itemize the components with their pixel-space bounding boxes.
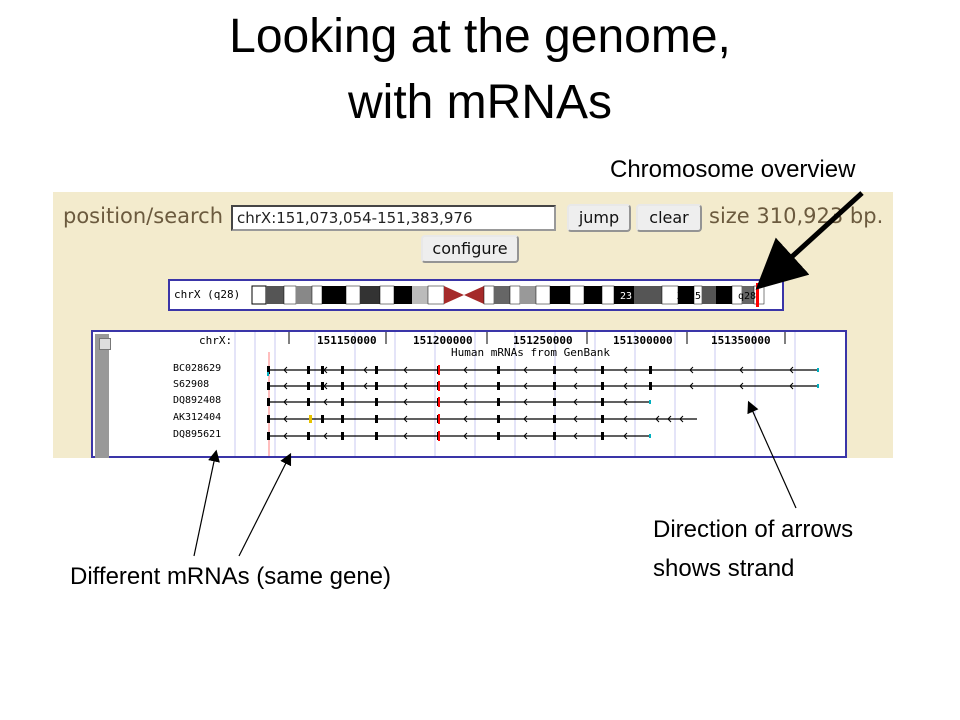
- position-search-label: position/search: [63, 204, 224, 228]
- size-label: size 310,923 bp.: [709, 204, 884, 228]
- track-side-bar[interactable]: [95, 334, 111, 458]
- clear-button[interactable]: clear: [636, 204, 702, 232]
- ideogram-bands: 23 Xq25 q28: [251, 283, 765, 307]
- ruler-tick-label: 151200000: [413, 334, 473, 347]
- mrna-row-label[interactable]: S62908: [173, 379, 210, 390]
- arrow-to-mrna-start-2: [238, 452, 292, 557]
- mrna-row-label[interactable]: AK312404: [173, 412, 222, 423]
- arrow-to-chromosome-overview: [755, 191, 864, 290]
- slide-title-line2: with mRNAs: [347, 76, 613, 129]
- ideogram-band-group: [251, 283, 765, 307]
- slide-title-line1: Looking at the genome,: [229, 10, 731, 63]
- track-side-button[interactable]: [99, 338, 111, 350]
- configure-button[interactable]: configure: [421, 235, 519, 263]
- ideogram-band-label-23: 23: [620, 291, 632, 302]
- ruler-tick-label: 151350000: [711, 334, 771, 347]
- genome-browser-screenshot: position/search chrX:151,073,054-151,383…: [53, 192, 893, 458]
- ideogram-band-label-q28: q28: [738, 291, 756, 302]
- annotation-direction-line2: shows strand: [653, 555, 795, 582]
- annotation-chromosome-overview: Chromosome overview: [610, 156, 856, 183]
- chromosome-label: chrX:: [199, 334, 233, 347]
- ruler-tick-label: 151150000: [317, 334, 377, 347]
- ruler-tick-label: 151300000: [613, 334, 673, 347]
- track-title: Human mRNAs from GenBank: [451, 346, 610, 359]
- mrna-row-label[interactable]: BC028629: [173, 363, 222, 374]
- chromosome-ideogram[interactable]: chrX (q28): [168, 279, 784, 311]
- mrna-row-label[interactable]: DQ892408: [173, 395, 222, 406]
- ideogram-position-marker: [756, 283, 759, 307]
- annotation-different-mrnas: Different mRNAs (same gene): [70, 563, 391, 590]
- ideogram-label: chrX (q28): [174, 288, 241, 301]
- position-search-input[interactable]: chrX:151,073,054-151,383,976: [231, 205, 556, 231]
- ideogram-band-label-xq25: Xq25: [677, 291, 701, 302]
- annotation-direction-line1: Direction of arrows: [653, 516, 854, 543]
- arrow-to-mrna-start-1: [193, 449, 220, 557]
- jump-button[interactable]: jump: [567, 204, 631, 232]
- ruler-tick-label: 151250000: [513, 334, 573, 347]
- mrna-row-label[interactable]: DQ895621: [173, 429, 222, 440]
- track-display[interactable]: chrX: 151150000 151200000 151250000 1513…: [91, 330, 847, 458]
- track-gridlines: [234, 332, 819, 456]
- arrow-to-strand-direction: [747, 400, 797, 509]
